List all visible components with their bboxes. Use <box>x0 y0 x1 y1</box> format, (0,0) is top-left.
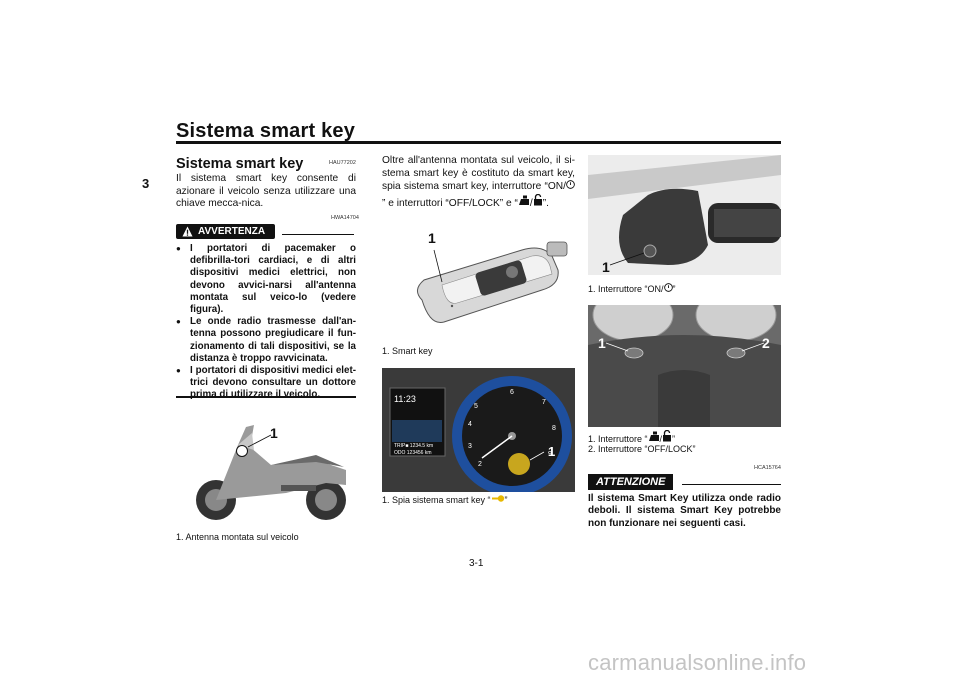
attention-code: HCA15764 <box>754 465 781 471</box>
switch-lock-callout-1: 1 <box>598 335 606 351</box>
warning-bullet: I portatori di dispositivi medici elet-t… <box>176 365 356 402</box>
smartkey-caption: 1. Smart key <box>382 346 433 356</box>
switch-lock-caption-2: 2. Interruttore “OFF/LOCK” <box>588 444 696 454</box>
smartkey-figure: 1 <box>382 230 575 335</box>
tick-label: 7 <box>542 399 546 406</box>
switch-lock-caption-1-text: 1. Interruttore “ <box>588 434 648 444</box>
warning-bullet: Le onde radio trasmesse dall'an-tenna po… <box>176 316 356 365</box>
switch-on-caption-text: 1. Interruttore “ON/ <box>588 284 664 294</box>
meter-odo: ODO 123456 km <box>394 450 432 456</box>
chapter-number: 3 <box>142 176 150 191</box>
section-code: HAU77202 <box>329 160 356 166</box>
tick-label: 8 <box>552 425 556 432</box>
switch-on-callout: 1 <box>602 259 610 275</box>
meter-figure: 5 6 7 8 9 4 3 2 11:23 TRIP■ 1234.5 km OD… <box>382 368 575 492</box>
tick-label: 5 <box>474 403 478 410</box>
watermark: carmanualsonline.info <box>588 650 807 675</box>
page-number: 3-1 <box>469 558 484 569</box>
attention-rule <box>682 484 781 485</box>
switch-lock-figure: 1 2 <box>588 305 781 427</box>
middle-paragraph: Oltre all'antenna montata sul veicolo, i… <box>382 155 575 209</box>
switch-lock-callout-2: 2 <box>762 335 770 351</box>
warning-rule <box>282 234 354 235</box>
antenna-caption: 1. Antenna montata sul veicolo <box>176 532 299 542</box>
meter-clock: 11:23 <box>394 394 416 404</box>
handlebar-switch-illustration <box>588 155 781 275</box>
smartkey-callout: 1 <box>428 230 436 246</box>
lock-icon <box>533 193 542 206</box>
middle-text-1: Oltre all'antenna montata sul veicolo, i… <box>382 155 575 193</box>
lock-icon <box>663 429 672 442</box>
power-button-icon <box>566 180 575 190</box>
antenna-callout: 1 <box>270 425 278 441</box>
tick-label: 6 <box>510 389 514 396</box>
meter-caption-end: ” <box>504 495 508 505</box>
meter-callout: 1 <box>548 444 556 459</box>
tick-label: 2 <box>478 461 482 468</box>
switch-on-caption-end: ” <box>672 284 676 294</box>
seat-unlock-icon <box>648 431 659 441</box>
warning-bullets: I portatori di pacemaker o defibrilla-to… <box>176 243 356 402</box>
attention-text: Il sistema Smart Key utilizza onde radio… <box>588 493 781 529</box>
switch-lock-caption-1-end: ” <box>672 434 676 444</box>
switch-on-figure: 1 <box>588 155 781 275</box>
smartkey-illustration <box>417 241 568 324</box>
power-button-icon <box>663 283 673 292</box>
smart-key-indicator-icon <box>491 495 504 502</box>
middle-text-2: ” e interruttori “OFF/LOCK” e “ <box>382 197 518 209</box>
attention-label: ATTENZIONE <box>588 474 674 490</box>
warning-bullet: I portatori di pacemaker o defibrilla-to… <box>176 243 356 316</box>
switch-lock-caption-1: 1. Interruttore “/” <box>588 429 676 445</box>
section-title: Sistema smart key <box>176 156 304 172</box>
switch-on-caption: 1. Interruttore “ON/ ” <box>588 283 676 295</box>
tick-label: 4 <box>468 421 472 428</box>
meter-caption: 1. Spia sistema smart key “ ” <box>382 494 508 506</box>
middle-text-3: ”. <box>542 197 549 209</box>
warning-label-text: AVVERTENZA <box>198 226 266 237</box>
meter-trip: TRIP■ 1234.5 km <box>394 443 434 449</box>
meter-illustration: 5 6 7 8 9 4 3 2 <box>382 368 575 492</box>
scooter-illustration <box>196 425 346 520</box>
header-rule <box>176 141 781 144</box>
section-intro: Il sistema smart key consente di azionar… <box>176 173 356 210</box>
warning-label: AVVERTENZA <box>176 224 276 239</box>
scooter-figure: 1 <box>176 415 356 525</box>
dashboard-switches-illustration <box>588 305 781 427</box>
warning-end-rule <box>176 396 356 398</box>
meter-caption-text: 1. Spia sistema smart key “ <box>382 495 491 505</box>
warning-triangle-icon <box>182 226 193 237</box>
warning-code: HWA14704 <box>331 215 359 221</box>
tick-label: 9 <box>548 451 552 458</box>
tick-label: 3 <box>468 443 472 450</box>
seat-unlock-icon <box>518 195 529 205</box>
page-header-title: Sistema smart key <box>176 120 356 142</box>
